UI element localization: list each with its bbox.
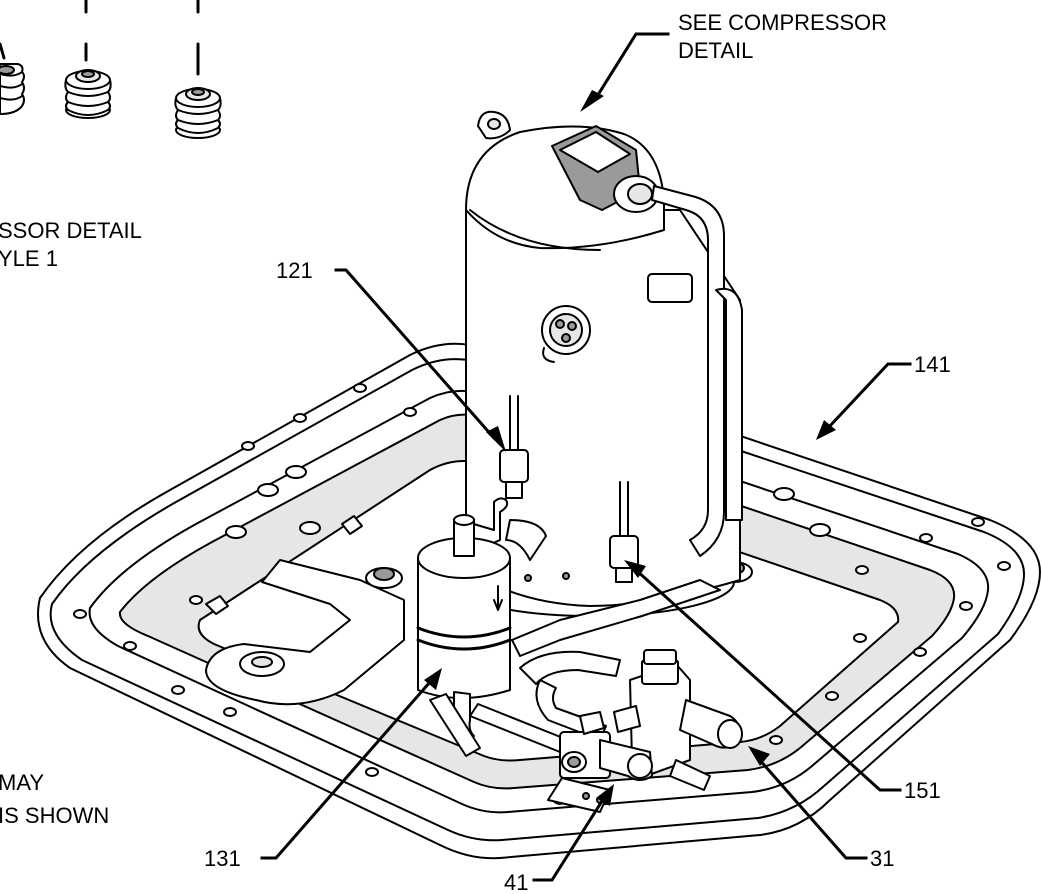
grommet-right	[174, 87, 222, 139]
grommet-set	[0, 0, 222, 139]
compressor-detail-style-label-line1: SSOR DETAIL	[0, 218, 142, 243]
wire-clip	[341, 515, 363, 535]
arrowhead	[624, 560, 646, 578]
callout-31: 31	[870, 846, 894, 871]
wire-clip	[205, 595, 229, 615]
callout-leaders	[260, 32, 912, 882]
callout-141: 141	[914, 352, 951, 377]
arrowhead	[486, 426, 506, 452]
refrigerant-piping	[429, 579, 743, 813]
callout-151: 151	[904, 778, 941, 803]
see-compressor-detail-label-line1: SEE COMPRESSOR	[678, 10, 887, 35]
arrowhead	[596, 784, 614, 806]
arrowhead	[748, 746, 770, 766]
arrowhead	[580, 90, 604, 112]
see-compressor-detail-label-line2: DETAIL	[678, 38, 753, 63]
thermistor-151	[609, 481, 639, 583]
callout-41: 41	[504, 870, 528, 894]
may-shown-note-line2: IS SHOWN	[0, 803, 109, 828]
rim-mounting-holes	[73, 383, 1011, 805]
arrowhead	[816, 420, 836, 440]
compressor	[449, 110, 743, 617]
callout-121: 121	[276, 258, 313, 283]
may-shown-note-line1: MAY	[0, 770, 44, 795]
callout-131: 131	[204, 846, 241, 871]
grommet-middle	[64, 69, 112, 119]
arrowhead	[424, 668, 442, 690]
accumulator	[416, 497, 547, 747]
compressor-detail-style-label-line2: YLE 1	[0, 246, 58, 271]
grommet-left	[0, 63, 25, 115]
thermistor-121	[499, 395, 529, 499]
